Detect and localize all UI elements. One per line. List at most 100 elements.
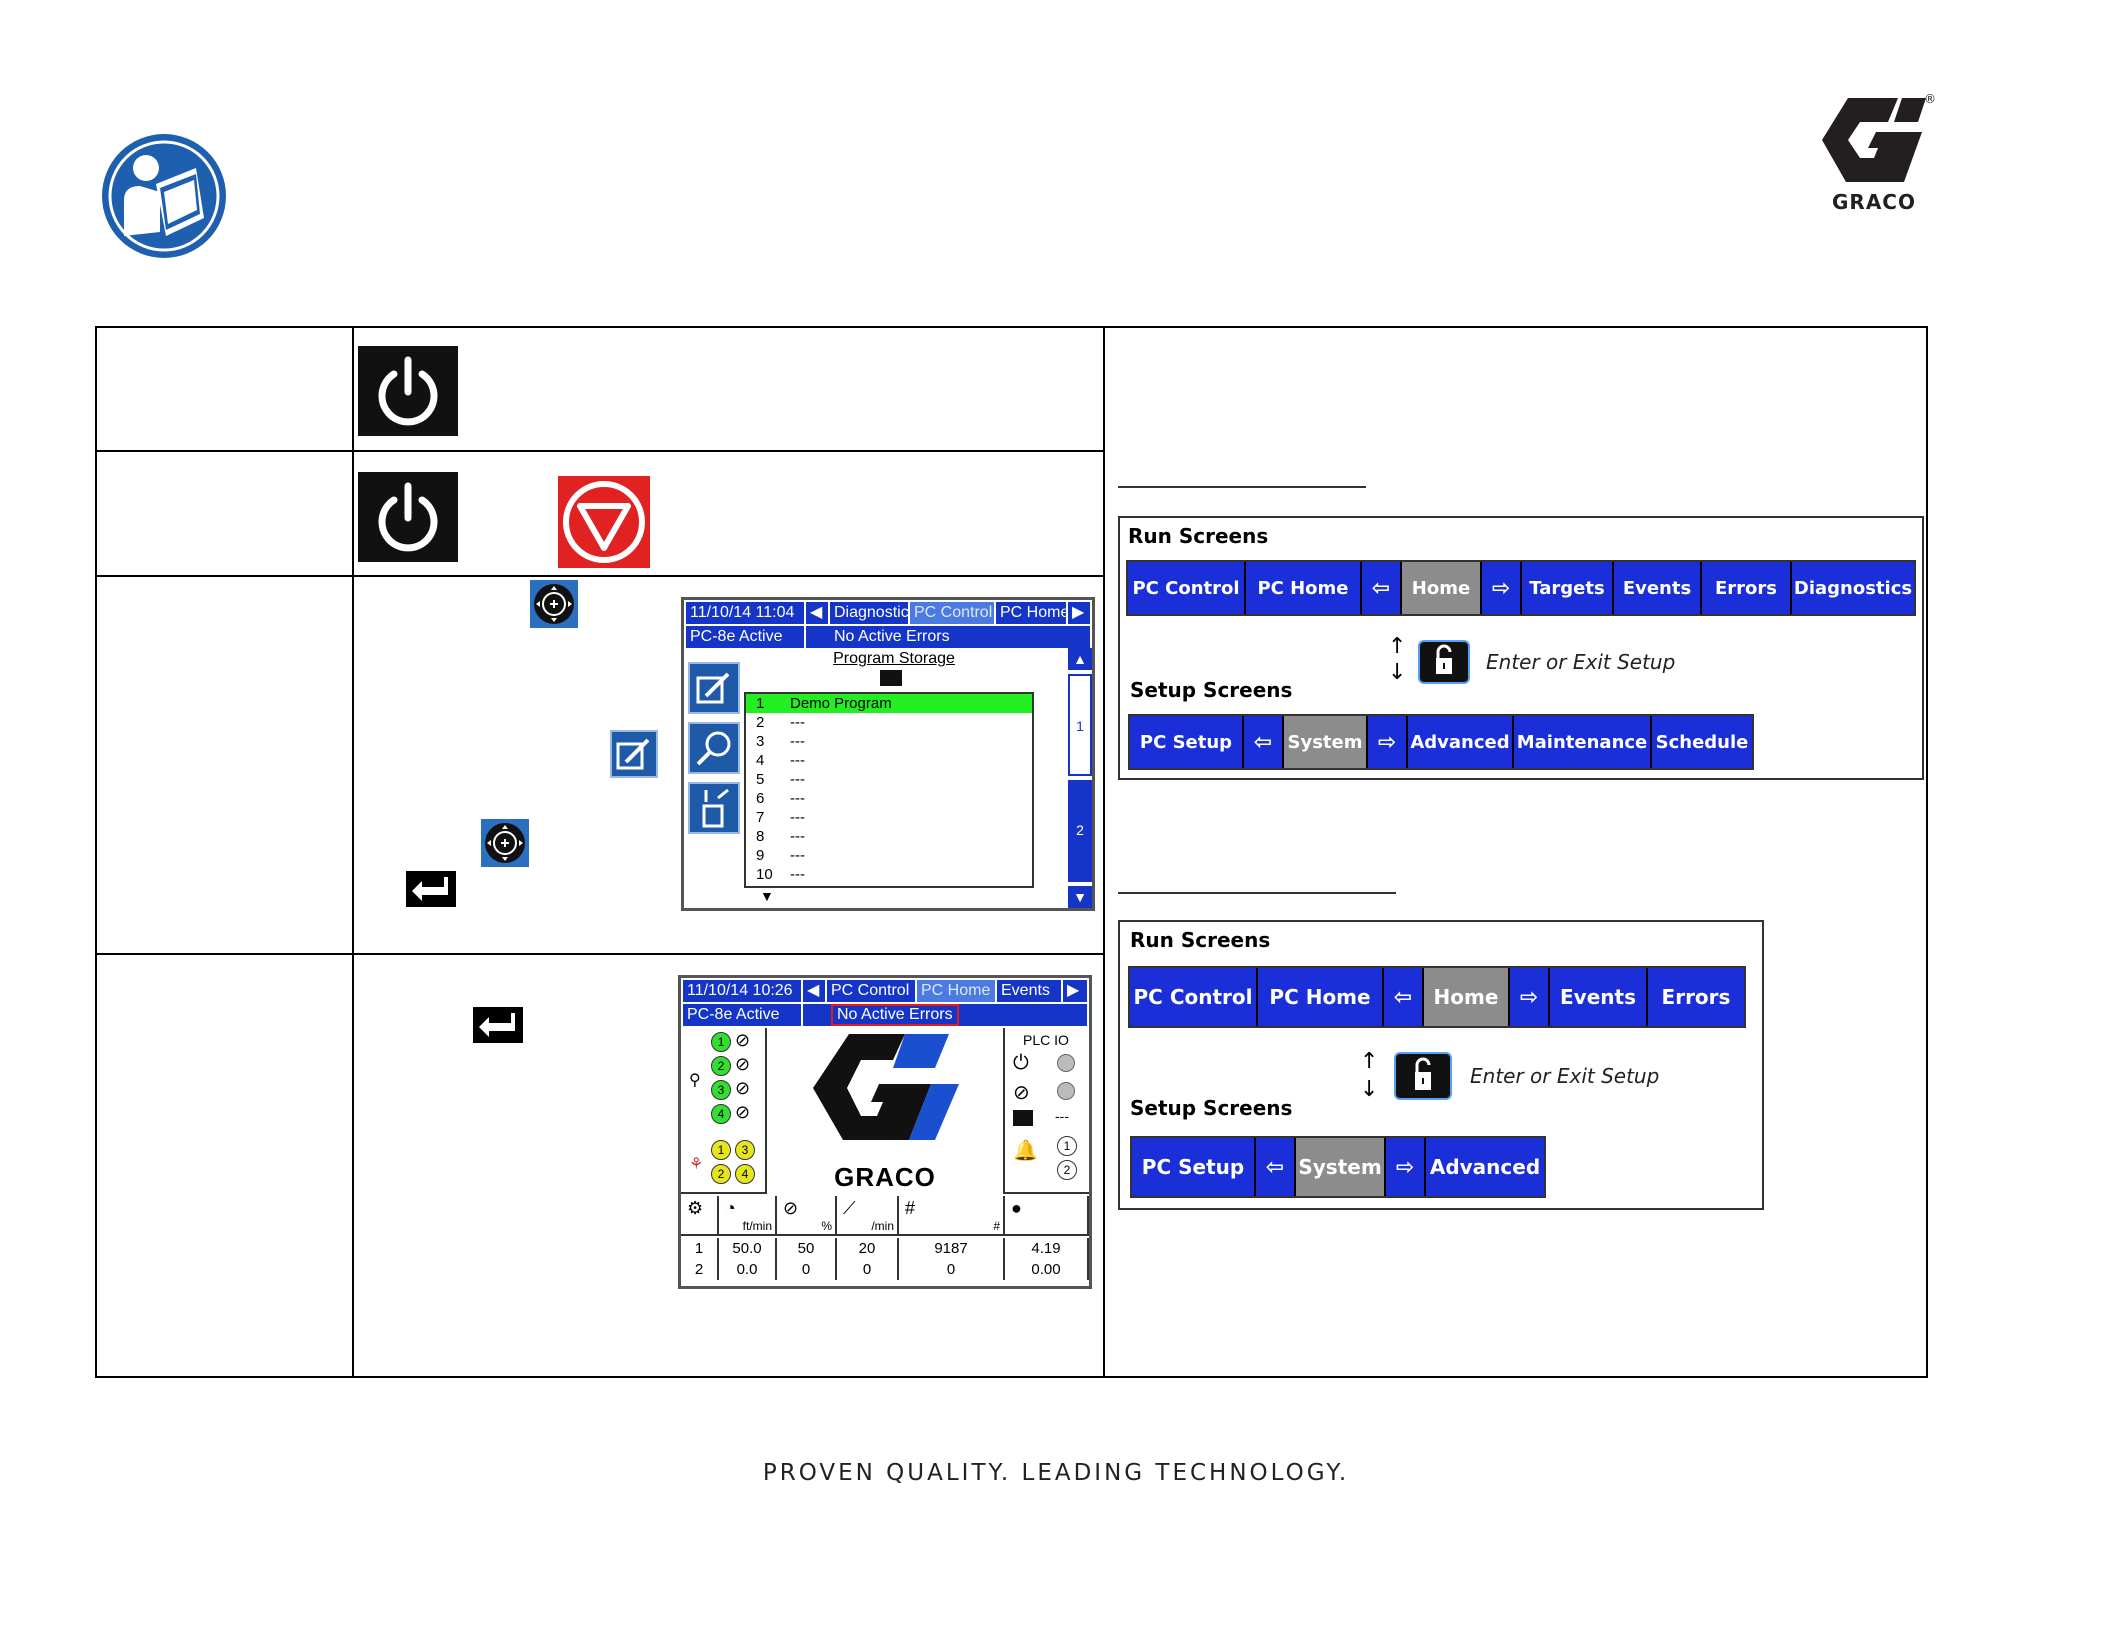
status-active: PC-8e Active <box>683 1004 803 1026</box>
right-arrow-icon[interactable]: ▶ <box>1072 604 1085 621</box>
program-name: --- <box>790 866 805 883</box>
nav-button-events[interactable]: Events <box>1614 562 1702 614</box>
logo-wordmark: GRACO <box>1832 190 1916 214</box>
tab-pc-control[interactable]: PC Control <box>827 980 917 1002</box>
page-down-button[interactable]: ▼ <box>1068 886 1092 908</box>
alarm-bell-icon: 🔔 <box>1013 1140 1038 1162</box>
nav-button-advanced[interactable]: Advanced <box>1408 716 1514 768</box>
nav-button-errors[interactable]: Errors <box>1702 562 1792 614</box>
program-row[interactable]: 3--- <box>746 732 1032 751</box>
nav-button-events[interactable]: Events <box>1550 968 1648 1026</box>
nav-button-pc-control[interactable]: PC Control <box>1130 968 1258 1026</box>
edit-button[interactable] <box>688 662 740 714</box>
nav-button-schedule[interactable]: Schedule <box>1652 716 1752 768</box>
program-row[interactable]: 6--- <box>746 789 1032 808</box>
nav-button-errors[interactable]: Errors <box>1648 968 1744 1026</box>
tab-pc-home[interactable]: PC Home <box>996 602 1068 624</box>
table-cell: 2 <box>681 1259 719 1280</box>
nav-button-pc-control[interactable]: PC Control <box>1128 562 1246 614</box>
program-row[interactable]: 10--- <box>746 865 1032 884</box>
nav-button-advanced[interactable]: Advanced <box>1426 1138 1544 1196</box>
lock-icon[interactable] <box>1418 640 1470 684</box>
nav-button-pc-home[interactable]: PC Home <box>1258 968 1384 1026</box>
program-number: 8 <box>756 828 765 845</box>
stop-icon <box>558 476 650 568</box>
program-row[interactable]: 4--- <box>746 751 1032 770</box>
nav-button-system[interactable]: System <box>1284 716 1368 768</box>
power-icon <box>358 346 458 436</box>
run-screens-heading: Run Screens <box>1128 524 1269 548</box>
disabled-icon: ⊘ <box>735 1102 751 1122</box>
table-cell: 4.19 <box>1005 1238 1089 1259</box>
navigation-knob-icon <box>530 580 578 628</box>
page-up-button[interactable]: ▲ <box>1068 648 1092 670</box>
disabled-icon: ⊘ <box>735 1054 751 1074</box>
program-row[interactable]: 8--- <box>746 827 1032 846</box>
left-arrow-icon[interactable]: ⇦ <box>1256 1138 1296 1196</box>
run-screens-heading: Run Screens <box>1130 928 1271 952</box>
table-header-cell: ● <box>1005 1196 1089 1236</box>
gun-number-badge: 1 <box>711 1032 731 1052</box>
program-row[interactable]: 7--- <box>746 808 1032 827</box>
left-arrow-icon[interactable]: ⇦ <box>1362 562 1402 614</box>
nav-button-home[interactable]: Home <box>1402 562 1482 614</box>
tab-diagnostic[interactable]: Diagnostic <box>830 602 910 624</box>
rate-icon: ⟋ <box>843 1198 856 1218</box>
page-1-indicator[interactable]: 1 <box>1068 674 1092 776</box>
right-arrow-icon[interactable]: ⇨ <box>1386 1138 1426 1196</box>
speed-gauge-icon: ◔ <box>725 1198 736 1218</box>
program-row[interactable]: 5--- <box>746 770 1032 789</box>
table-cell: 1 <box>681 1238 719 1259</box>
nav-button-pc-setup[interactable]: PC Setup <box>1132 1138 1256 1196</box>
table-cell: 9187 <box>899 1238 1005 1259</box>
plc-indicator <box>1057 1054 1075 1072</box>
nav-button-diagnostics[interactable]: Diagnostics <box>1792 562 1914 614</box>
nav-button-targets[interactable]: Targets <box>1522 562 1614 614</box>
right-arrow-icon[interactable]: ⇨ <box>1368 716 1408 768</box>
plc-indicator <box>1057 1082 1075 1100</box>
left-arrow-icon[interactable]: ◀ <box>803 980 827 1002</box>
table-cell: 0 <box>899 1259 1005 1280</box>
nav-button-pc-home[interactable]: PC Home <box>1246 562 1362 614</box>
nav-button-system[interactable]: System <box>1296 1138 1386 1196</box>
plc-number-2: 2 <box>1057 1160 1077 1180</box>
right-arrow-icon[interactable]: ⇨ <box>1510 968 1550 1026</box>
table-cell: 50.0 <box>719 1238 777 1259</box>
left-arrow-icon[interactable]: ◀ <box>806 602 830 624</box>
program-name: --- <box>790 752 805 769</box>
gun-number-badge: 3 <box>735 1140 755 1160</box>
edit-icon <box>610 730 658 778</box>
nav-button-maintenance[interactable]: Maintenance <box>1514 716 1652 768</box>
nav-button-home[interactable]: Home <box>1424 968 1510 1026</box>
search-button[interactable] <box>688 722 740 774</box>
program-row[interactable]: 9--- <box>746 846 1032 865</box>
table-cell: 20 <box>837 1238 899 1259</box>
tab-events[interactable]: Events <box>997 980 1063 1002</box>
delete-button[interactable] <box>688 782 740 834</box>
table-header-cell: ⚙ <box>681 1196 719 1236</box>
count-icon: # <box>905 1198 916 1218</box>
table-cell: 0 <box>837 1259 899 1280</box>
left-arrow-icon[interactable]: ⇦ <box>1244 716 1284 768</box>
registered-mark: ® <box>1924 92 1936 106</box>
program-row[interactable]: 2--- <box>746 713 1032 732</box>
lock-icon[interactable] <box>1394 1052 1452 1100</box>
table-header-cell: ## <box>899 1196 1005 1236</box>
disabled-icon: ⊘ <box>735 1078 751 1098</box>
tab-pc-home[interactable]: PC Home <box>917 980 997 1002</box>
screen-header: 11/10/14 11:04 ◀ Diagnostic PC Control P… <box>686 602 1090 624</box>
scroll-down-arrow-icon[interactable]: ▼ <box>760 888 774 904</box>
table-header-cell: ⊘% <box>777 1196 837 1236</box>
program-number: 1 <box>756 695 765 712</box>
navigation-knob-icon <box>481 819 529 867</box>
tab-pc-control[interactable]: PC Control <box>910 602 996 624</box>
page-2-indicator[interactable]: 2 <box>1068 780 1092 882</box>
nav-button-pc-setup[interactable]: PC Setup <box>1130 716 1244 768</box>
gun-number-badge: 4 <box>711 1104 731 1124</box>
right-arrow-icon[interactable]: ⇨ <box>1482 562 1522 614</box>
left-arrow-icon[interactable]: ⇦ <box>1384 968 1424 1026</box>
right-arrow-icon[interactable]: ▶ <box>1067 982 1080 999</box>
